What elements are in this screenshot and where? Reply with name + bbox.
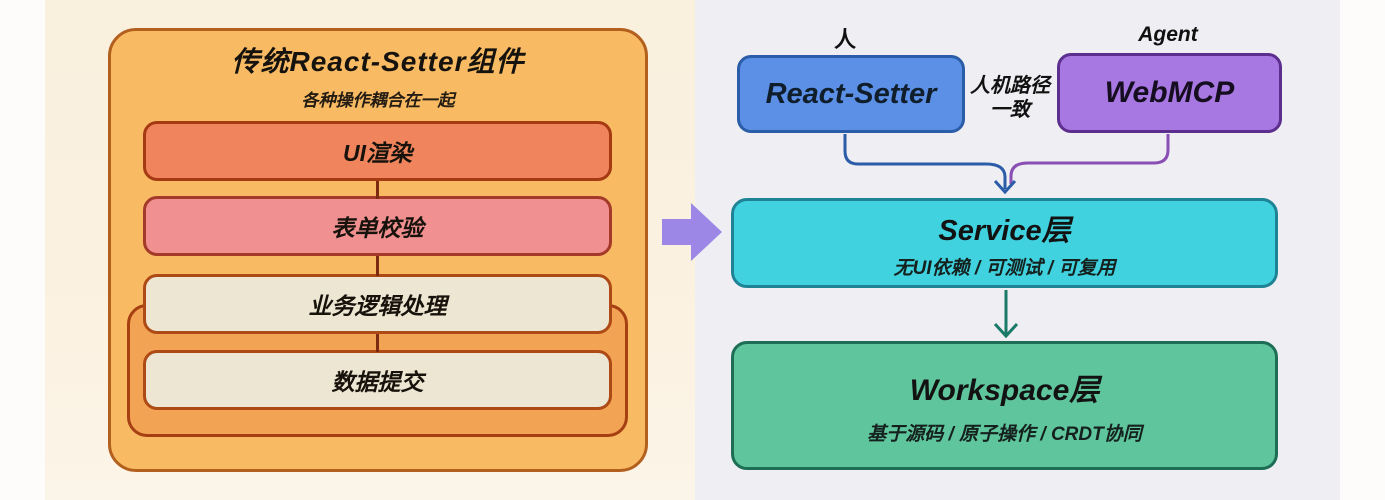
webmcp-node: WebMCP — [1057, 53, 1282, 133]
layer-data-submit-label: 数据提交 — [331, 369, 424, 395]
left-panel-title: 传统React-Setter组件 — [231, 46, 525, 77]
layer-connector-2 — [376, 256, 379, 276]
webmcp-label: WebMCP — [1104, 76, 1235, 109]
react-setter-label: React-Setter — [765, 77, 937, 110]
workspace-layer-subtitle: 基于源码 / 原子操作 / CRDT协同 — [867, 424, 1142, 445]
merge-arrowhead-icon — [993, 179, 1017, 195]
layer-connector-3 — [376, 334, 379, 352]
layer-business-logic-label: 业务逻辑处理 — [308, 293, 447, 319]
layer-connector-1 — [376, 181, 379, 199]
service-layer-title: Service层 — [938, 214, 1071, 247]
agent-label: Agent — [1138, 23, 1198, 46]
transition-arrow-icon — [662, 203, 722, 261]
path-consistency-note-line2: 一致 — [990, 99, 1030, 121]
layer-ui-render: UI渲染 — [143, 121, 612, 181]
webmcp-connector-path — [1009, 134, 1170, 184]
left-panel-subtitle: 各种操作耦合在一起 — [301, 91, 455, 110]
workspace-layer-node: Workspace层 基于源码 / 原子操作 / CRDT协同 — [731, 341, 1278, 470]
layer-ui-render-label: UI渲染 — [343, 140, 412, 166]
human-label: 人 — [833, 27, 856, 52]
react-setter-connector-path — [843, 134, 1007, 189]
service-to-workspace-arrowhead-icon — [993, 322, 1019, 339]
layer-form-validation-label: 表单校验 — [331, 215, 424, 241]
path-consistency-note-line1: 人机路径 — [970, 75, 1050, 97]
layer-form-validation: 表单校验 — [143, 196, 612, 256]
service-layer-node: Service层 无UI依赖 / 可测试 / 可复用 — [731, 198, 1278, 288]
path-consistency-note: 人机路径 一致 — [935, 74, 1085, 122]
workspace-layer-title: Workspace层 — [909, 374, 1100, 407]
service-layer-subtitle: 无UI依赖 / 可测试 / 可复用 — [893, 257, 1116, 279]
react-setter-node: React-Setter — [737, 55, 965, 133]
